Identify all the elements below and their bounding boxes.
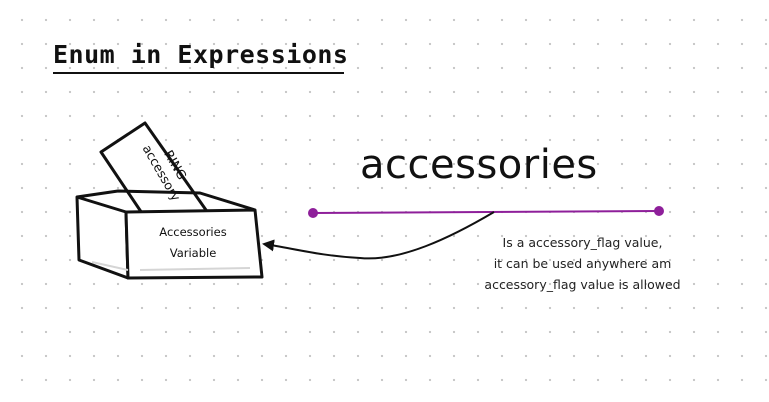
diagram-title: Enum in Expressions	[53, 40, 349, 69]
keyword-text: accessories	[360, 142, 598, 188]
title-underline	[53, 72, 344, 74]
box-front-face	[124, 208, 264, 280]
box-back-rim	[76, 189, 256, 212]
note-line-2: it can be used anywhere am	[493, 256, 672, 271]
box-left-face	[75, 195, 130, 280]
box-label: Accessories Variable	[128, 222, 258, 264]
explanation-note: Is a accessory_flag value, it can be use…	[455, 232, 710, 295]
note-line-3: accessory_flag value is allowed	[484, 277, 681, 292]
box-sketch-lines	[91, 261, 251, 271]
keyword-underline	[312, 210, 660, 214]
curved-arrow	[262, 211, 495, 260]
keyword-underline-start-dot	[308, 208, 318, 218]
keyword-underline-end-dot	[654, 206, 664, 216]
box-label-line-1: Accessories	[159, 225, 227, 239]
box-label-line-2: Variable	[169, 246, 217, 260]
note-line-1: Is a accessory_flag value,	[502, 235, 663, 250]
